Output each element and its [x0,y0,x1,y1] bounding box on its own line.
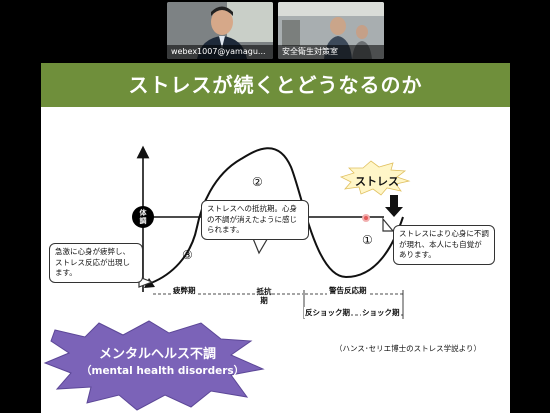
phase-label-exhaustion: 疲弊期 [171,285,198,296]
marker-two: ② [252,175,263,189]
source-note: （ハンス･セリエ博士のストレス学説より） [335,344,481,353]
burst-title: メンタルヘルス不調 [99,347,217,362]
slide-body: 体調 ストレス ② ① ③ ストレスへの抵抗期。心身の不調が消えたように感じられ… [41,107,510,413]
stress-label: ストレス [355,175,399,188]
callout-alarm: ストレスにより心身に不調が現れ、本人にも自覚があります。 [393,225,495,265]
phase-label-countershock: 反ショック期 [304,307,351,318]
shared-slide: ストレスが続くとどうなるのか [41,63,510,413]
participant-name-1: webex1007@yamagu... [167,45,273,59]
burst-subtitle: （mental health disorders） [81,365,245,377]
body-condition-badge: 体調 [132,206,154,228]
callout-resistance: ストレスへの抵抗期。心身の不調が消えたように感じられます。 [201,200,309,240]
participant-tile-2[interactable]: 安全衛生対策室 [278,2,384,59]
mental-health-burst [43,320,265,411]
callout-pointer-alarm [382,217,395,232]
stress-starburst [339,160,411,196]
participant-tile-1[interactable]: webex1007@yamagu... [167,2,273,59]
stress-down-arrow [385,195,403,217]
phase-label-resistance: 抵抗期 [256,287,272,305]
stress-curve [150,147,404,284]
callout-exhaustion: 急激に心身が疲弊し、ストレス反応が出現します。 [49,243,143,283]
body-condition-label: 体調 [139,209,147,225]
marker-three: ③ [182,248,193,262]
phase-label-shock: ショック期 [361,307,401,318]
participant-name-2: 安全衛生対策室 [278,45,384,59]
phase-label-alarm: 警告反応期 [327,285,369,296]
slide-title: ストレスが続くとどうなるのか [41,63,510,107]
marker-one: ① [362,233,373,247]
